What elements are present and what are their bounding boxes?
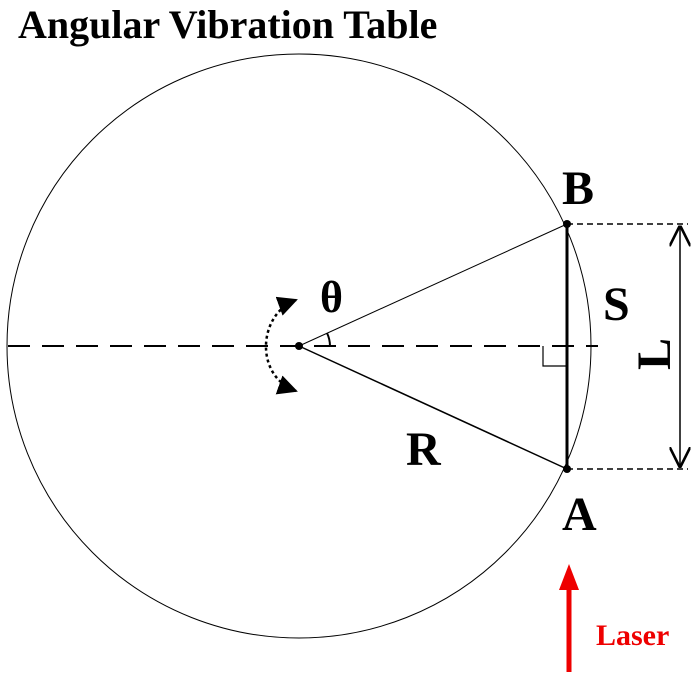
rotation-arrow-icon [264, 296, 298, 395]
right-angle-marker [542, 346, 567, 367]
angle-arc [326, 332, 331, 347]
radius-line-b [298, 223, 568, 347]
diagram-title: Angular Vibration Table [18, 2, 437, 47]
label-radius-r: R [406, 423, 442, 476]
label-chord-s: S [603, 278, 630, 331]
label-length-l: L [628, 338, 681, 370]
radius-line-a [298, 345, 568, 470]
center-point [295, 342, 303, 350]
label-laser: Laser [596, 619, 669, 652]
label-point-b: B [562, 162, 594, 215]
laser-arrow-icon [559, 564, 579, 590]
label-angle-theta: θ [320, 273, 343, 322]
label-point-a: A [562, 488, 597, 541]
